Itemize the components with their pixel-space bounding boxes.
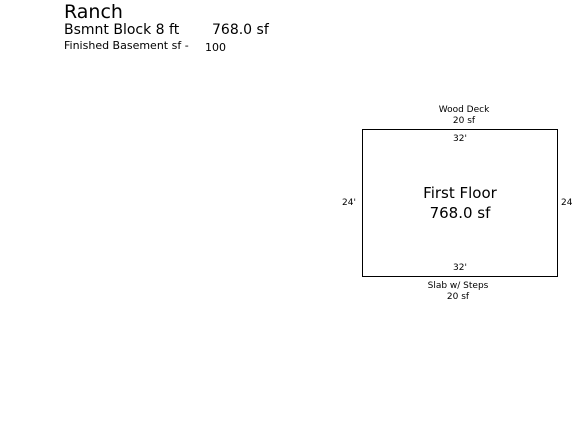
first-floor-outline xyxy=(362,129,558,277)
house-type-title: Ranch xyxy=(64,1,123,23)
first-floor-dim-right: 24 xyxy=(561,198,573,208)
first-floor-dim-left: 24' xyxy=(342,198,356,208)
first-floor-area: 768.0 sf xyxy=(429,204,491,222)
first-floor-dim-top: 32' xyxy=(453,134,467,144)
basement-area: 768.0 sf xyxy=(212,22,269,38)
slab-label: Slab w/ Steps xyxy=(427,281,489,291)
first-floor-name: First Floor xyxy=(423,184,497,202)
wood-deck-label: Wood Deck xyxy=(438,105,490,115)
first-floor-dim-bottom: 32' xyxy=(453,263,467,273)
finished-basement-label: Finished Basement sf - xyxy=(64,39,189,52)
basement-label: Bsmnt Block 8 ft xyxy=(64,22,180,38)
finished-basement-value: 100 xyxy=(205,41,226,54)
slab-area: 20 sf xyxy=(446,292,470,302)
wood-deck-area: 20 sf xyxy=(452,116,476,126)
